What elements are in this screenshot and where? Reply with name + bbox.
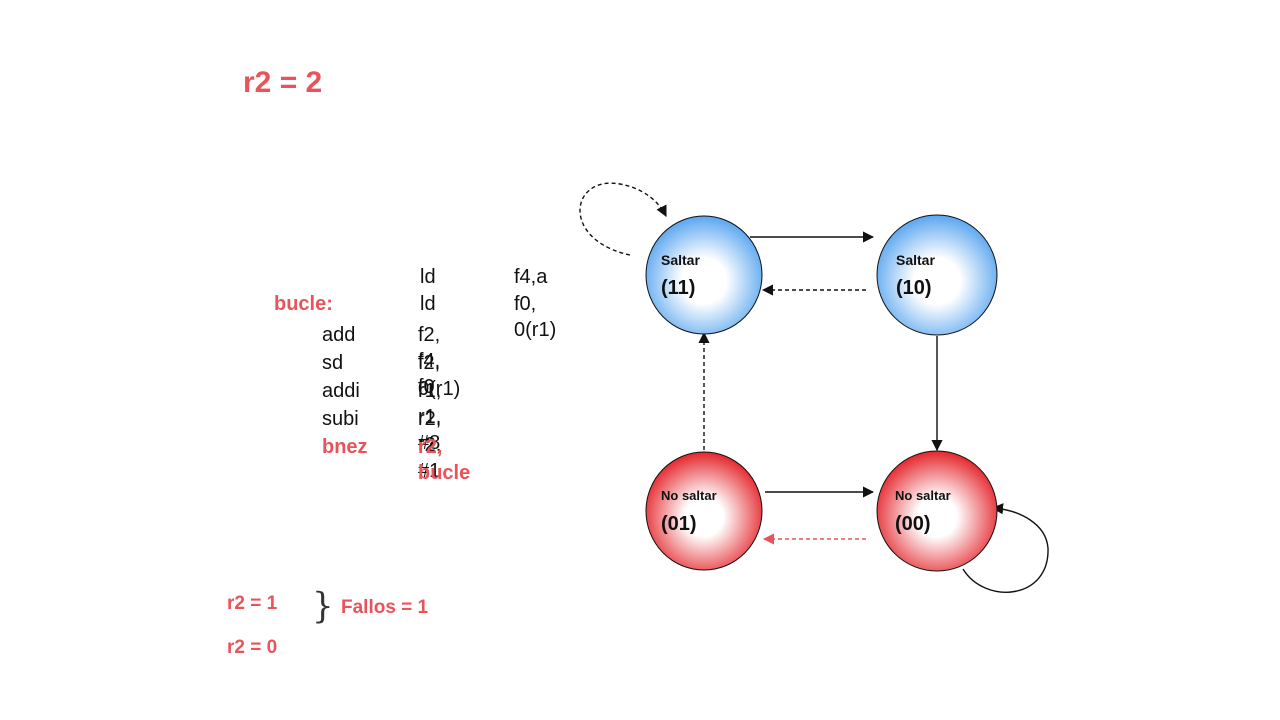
code-args: r2, r2, #1 <box>418 408 442 482</box>
code-args: f2, f4, f0 <box>418 324 441 398</box>
page-title: r2 = 2 <box>243 66 323 99</box>
code-op: add <box>322 324 356 346</box>
state-10-code: (10) <box>896 277 932 299</box>
state-00: No saltar (00) <box>876 450 998 572</box>
self-loop-00-arrow <box>962 503 1049 593</box>
code-args: f4,a <box>514 266 548 288</box>
code-op: ld <box>420 266 436 288</box>
code-args: f0, 0(r1) <box>514 293 557 341</box>
code-op: subi <box>322 408 359 430</box>
state-00-code: (00) <box>895 513 931 535</box>
code-args: f2, 0(r1) <box>418 352 461 400</box>
code-op-branch: bnez <box>322 436 368 458</box>
state-01: No saltar (01) <box>645 451 763 571</box>
code-label: bucle: <box>274 293 333 315</box>
code-args-branch: r2, bucle <box>418 436 471 484</box>
state-11-name: Saltar <box>661 252 700 268</box>
state-10: Saltar (10) <box>876 214 998 336</box>
code-op: ld <box>420 293 436 315</box>
fallos-count: Fallos = 1 <box>341 597 429 618</box>
code-args: r1, r1, #8 <box>418 380 442 454</box>
brace-icon: } <box>312 585 334 627</box>
r2-equals-1-label: r2 = 1 <box>227 593 278 614</box>
code-op: sd <box>322 352 344 374</box>
state-00-name: No saltar <box>895 488 951 503</box>
self-loop-11-arrow <box>579 182 667 256</box>
state-11-code: (11) <box>661 277 695 299</box>
state-10-name: Saltar <box>896 252 935 268</box>
state-11: Saltar (11) <box>645 215 763 335</box>
code-op: addi <box>322 380 360 402</box>
state-01-code: (01) <box>661 513 697 535</box>
state-01-name: No saltar <box>661 488 717 503</box>
r2-equals-0-label: r2 = 0 <box>227 637 278 658</box>
